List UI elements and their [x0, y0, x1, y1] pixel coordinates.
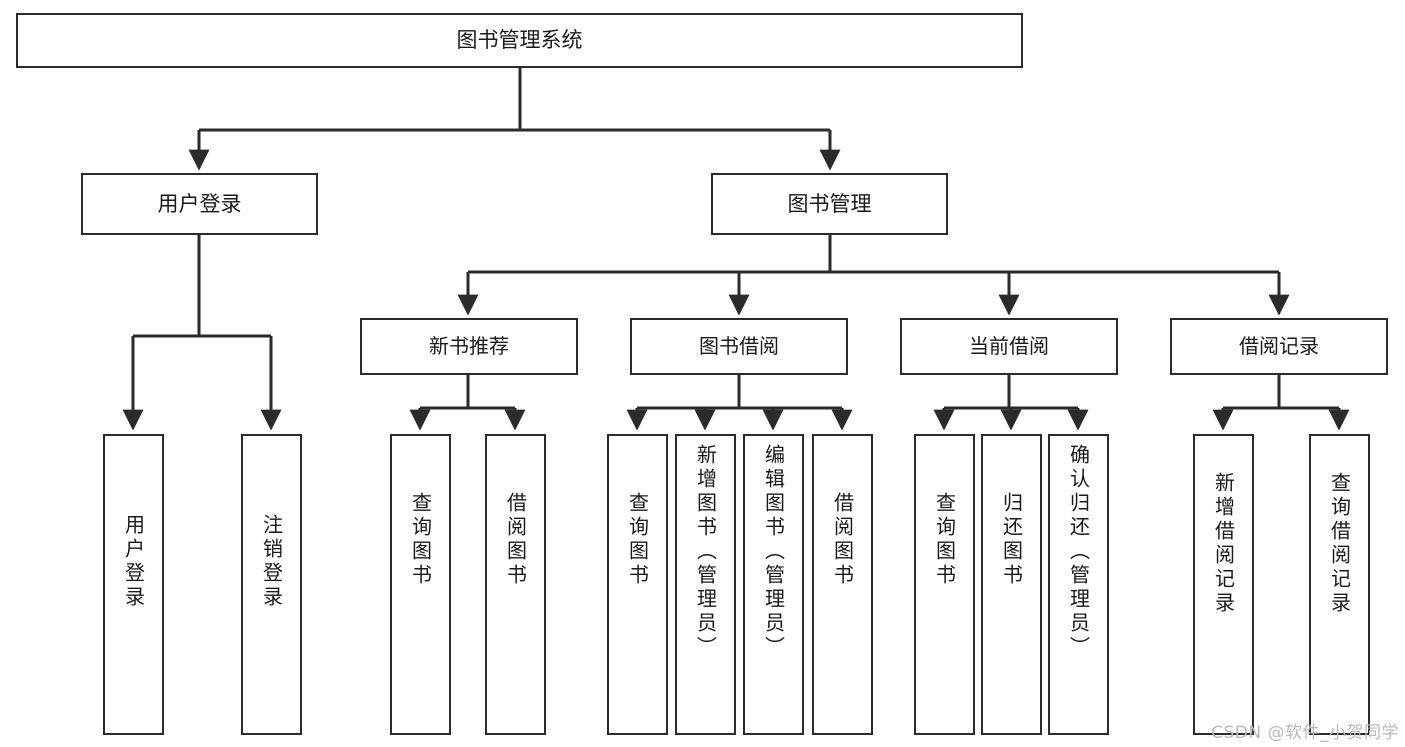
- node-leaf-user-login[interactable]: 用户登录: [103, 434, 164, 735]
- node-leaf-logout-label: 注销登录: [259, 514, 284, 610]
- node-book-borrow[interactable]: 图书借阅: [630, 318, 848, 375]
- node-leaf-add-record[interactable]: 新增借阅记录: [1193, 434, 1254, 735]
- node-leaf-logout[interactable]: 注销登录: [241, 434, 302, 735]
- node-leaf-query-book-1[interactable]: 查询图书: [390, 434, 451, 735]
- node-current-borrow[interactable]: 当前借阅: [900, 318, 1118, 375]
- node-leaf-add-book-label: 新增图书（管理员）: [693, 444, 718, 660]
- node-root-system[interactable]: 图书管理系统: [16, 13, 1023, 68]
- node-leaf-add-record-label: 新增借阅记录: [1211, 472, 1236, 616]
- node-root-system-label: 图书管理系统: [456, 28, 583, 53]
- node-leaf-confirm-return[interactable]: 确认归还（管理员）: [1048, 434, 1109, 735]
- node-leaf-return-book-label: 归还图书: [999, 492, 1024, 588]
- node-leaf-edit-book-label: 编辑图书（管理员）: [761, 444, 786, 660]
- node-leaf-user-login-label: 用户登录: [121, 514, 146, 610]
- node-leaf-edit-book[interactable]: 编辑图书（管理员）: [743, 434, 804, 735]
- node-borrow-record[interactable]: 借阅记录: [1170, 318, 1388, 375]
- node-leaf-confirm-return-label: 确认归还（管理员）: [1066, 444, 1091, 660]
- node-leaf-add-book[interactable]: 新增图书（管理员）: [675, 434, 736, 735]
- node-leaf-borrow-book-2[interactable]: 借阅图书: [812, 434, 873, 735]
- node-leaf-query-record[interactable]: 查询借阅记录: [1309, 434, 1370, 735]
- node-book-borrow-label: 图书借阅: [699, 333, 779, 358]
- node-user-login[interactable]: 用户登录: [81, 173, 318, 235]
- node-leaf-query-book-1-label: 查询图书: [408, 492, 433, 588]
- node-leaf-borrow-book-1[interactable]: 借阅图书: [485, 434, 546, 735]
- node-borrow-record-label: 借阅记录: [1239, 333, 1319, 358]
- node-new-book-recommend-label: 新书推荐: [429, 333, 509, 358]
- node-leaf-query-record-label: 查询借阅记录: [1327, 472, 1352, 616]
- node-leaf-borrow-book-1-label: 借阅图书: [503, 492, 528, 588]
- node-leaf-query-book-3-label: 查询图书: [932, 492, 957, 588]
- node-leaf-borrow-book-2-label: 借阅图书: [830, 492, 855, 588]
- node-user-login-label: 用户登录: [157, 191, 242, 216]
- node-book-manage-label: 图书管理: [787, 191, 872, 216]
- csdn-watermark: CSDN @软件_小贺同学: [1211, 723, 1399, 743]
- node-current-borrow-label: 当前借阅: [969, 333, 1049, 358]
- node-leaf-query-book-2[interactable]: 查询图书: [607, 434, 668, 735]
- node-book-manage[interactable]: 图书管理: [711, 173, 948, 235]
- node-leaf-query-book-3[interactable]: 查询图书: [914, 434, 975, 735]
- node-leaf-return-book[interactable]: 归还图书: [981, 434, 1042, 735]
- node-new-book-recommend[interactable]: 新书推荐: [360, 318, 578, 375]
- node-leaf-query-book-2-label: 查询图书: [625, 492, 650, 588]
